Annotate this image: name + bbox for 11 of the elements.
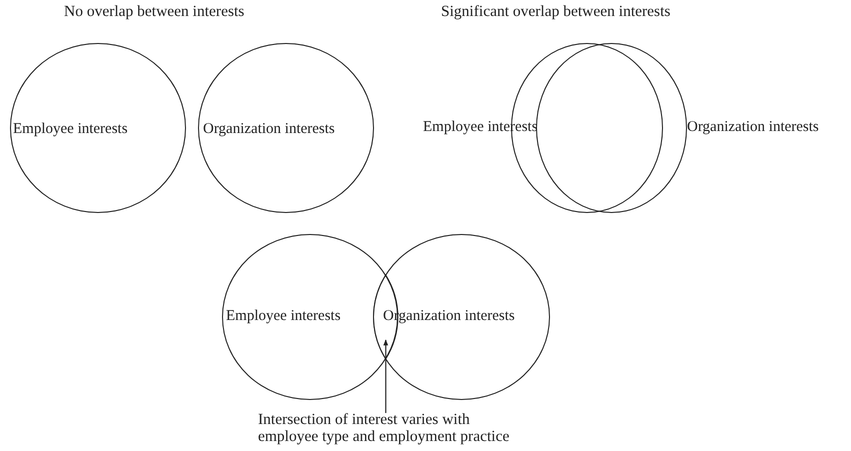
ellipse	[10, 43, 186, 213]
ellipse-label: Organization interests	[203, 120, 335, 138]
ellipse	[198, 43, 374, 213]
annotation-text: Intersection of interest varies with employee type and employment practice	[258, 411, 510, 445]
ellipse-label: Employee interests	[13, 120, 128, 138]
leader-arrow	[383, 339, 388, 413]
panel-heading: Significant overlap between interests	[441, 3, 670, 21]
panel-heading: No overlap between interests	[64, 3, 244, 21]
ellipse-label: Organization interests	[687, 118, 819, 136]
ellipse	[373, 234, 550, 400]
ellipse-label: Employee interests	[226, 307, 341, 325]
